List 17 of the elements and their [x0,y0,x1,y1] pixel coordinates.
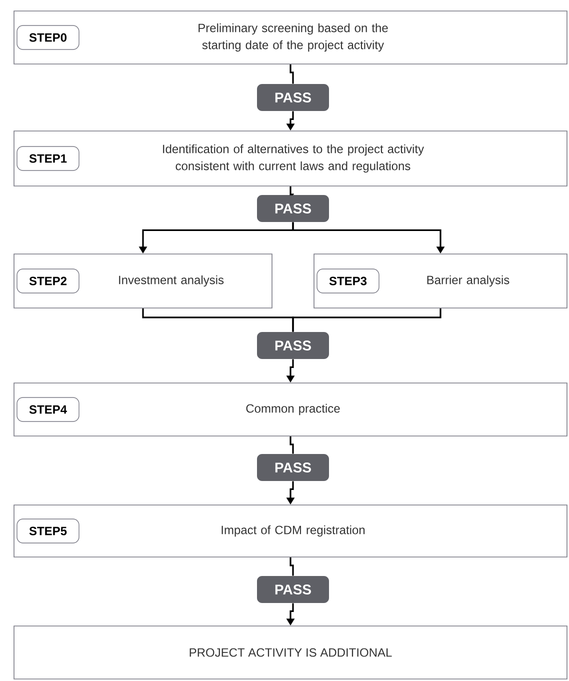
connector-line [290,186,294,196]
pass-badge: PASS [257,332,329,359]
step-box: STEP3 Barrier analysis [314,254,568,308]
step-box: STEP4 Common practice [14,382,568,436]
connector-line [290,64,294,84]
pass-badge: PASS [257,84,329,111]
pass-badge: PASS [257,195,329,222]
result-box: PROJECT ACTIVITY IS ADDITIONAL [14,626,568,680]
connector-line [292,308,442,332]
step-box: STEP0 Preliminary screening based on the starting date of the project activity [14,10,568,64]
pass-badge: PASS [257,454,329,481]
step-box: STEP1 Identification of alternatives to the project activity consistent with current laws and regulations [14,130,568,186]
connector-line [290,436,294,454]
step-box: STEP5 Impact of CDM registration [14,504,568,558]
connector-line [290,557,294,576]
pass-badge: PASS [257,576,329,603]
step-box: STEP2 Investment analysis [14,254,272,308]
